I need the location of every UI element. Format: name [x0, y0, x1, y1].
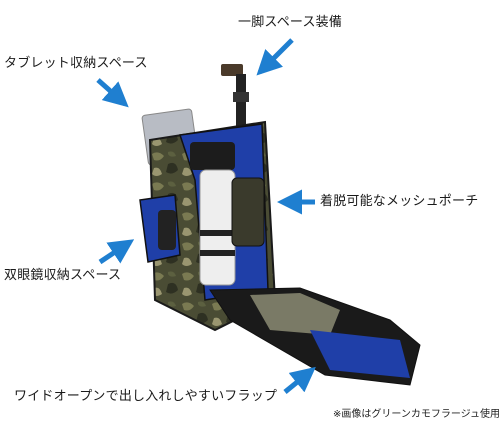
callout-binocular-space: 双眼鏡収納スペース — [4, 268, 122, 283]
callout-monopod-space: 一脚スペース装備 — [238, 15, 343, 30]
monopod — [221, 64, 249, 130]
arrow-icon — [98, 239, 135, 265]
callout-tablet-space: タブレット収納スペース — [4, 56, 148, 71]
arrow-icon — [96, 78, 129, 108]
backpack-body — [139, 120, 277, 332]
arrow-icon — [256, 38, 294, 76]
image-note: ※画像はグリーンカモフラージュ使用 — [333, 409, 500, 420]
arrow-icon — [283, 366, 316, 394]
callout-mesh-pouch: 着脱可能なメッシュポーチ — [320, 194, 479, 209]
callout-wide-flap: ワイドオープンで出し入れしやすいフラップ — [14, 389, 278, 404]
open-flap — [209, 287, 421, 386]
